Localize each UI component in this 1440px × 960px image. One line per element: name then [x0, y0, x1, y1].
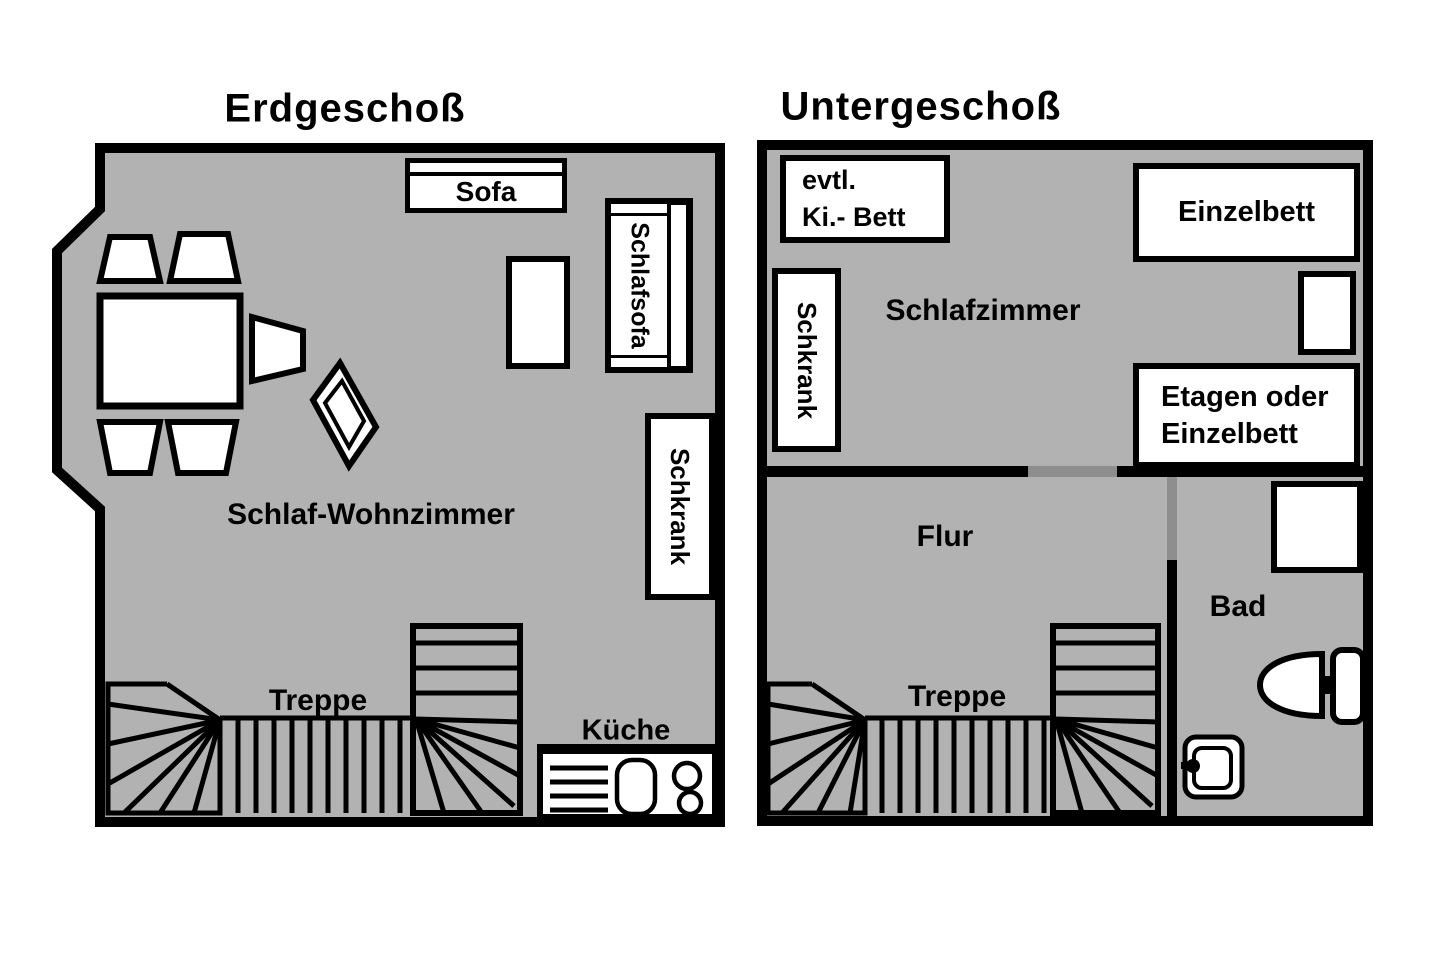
room-label-treppe-erdgeschoss: Treppe: [268, 684, 368, 717]
kinderbett: evtl. Ki.- Bett: [780, 155, 950, 243]
diamond-table: [309, 357, 380, 472]
toilet: [1256, 647, 1366, 725]
schlafsofa-backrest: [671, 205, 686, 366]
schlafsofa-armrest: [611, 204, 667, 213]
room-label-flur: Flur: [916, 520, 974, 553]
einzelbett: Einzelbett: [1133, 163, 1360, 262]
erdgeschoss-plan: [52, 143, 725, 827]
stove-burner: [676, 789, 704, 817]
door-opening-bad: [1167, 477, 1177, 560]
chair: [96, 234, 164, 284]
chair: [166, 231, 242, 284]
etagenbett: Etagen oder Einzelbett: [1133, 363, 1360, 468]
door-opening-schlafzimmer: [1028, 466, 1117, 477]
untergeschoss-title: Untergeschoß: [780, 84, 1062, 129]
shower: [1271, 481, 1363, 573]
einzelbett-label: Einzelbett: [1178, 196, 1315, 228]
wash-basin: [1181, 734, 1245, 800]
dining-table: [96, 292, 244, 410]
chair: [164, 419, 240, 476]
room-label-kueche: Küche: [581, 714, 671, 747]
room-label-bad: Bad: [1209, 590, 1267, 623]
schrank-erdgeschoss-label: Schkrank: [665, 447, 696, 566]
etagenbett-label-line1: Etagen oder: [1161, 380, 1329, 413]
diamond-table-inner: [322, 377, 367, 452]
stove-burner: [671, 760, 703, 792]
side-table: [506, 256, 570, 369]
schrank-erdgeschoss: Schkrank: [645, 413, 715, 600]
chair: [96, 419, 164, 476]
schlafsofa-label-area: Schlafsofa: [611, 216, 667, 355]
room-label-schlaf-wohnzimmer: Schlaf-Wohnzimmer: [227, 498, 515, 531]
schlafsofa: Schlafsofa: [605, 198, 693, 373]
interior-wall-vertical: [1167, 477, 1177, 818]
sofa: Sofa: [405, 158, 567, 213]
schrank-untergeschoss-label: Schkrank: [792, 301, 823, 419]
chair: [249, 313, 306, 385]
sofa-label: Sofa: [455, 176, 517, 207]
kitchen-sink: [614, 757, 658, 817]
kinderbett-label-line2: Ki.- Bett: [802, 202, 906, 232]
kitchen-unit: [537, 744, 718, 820]
etagenbett-label-line2: Einzelbett: [1161, 417, 1298, 450]
kinderbett-label-line1: evtl.: [802, 165, 857, 195]
sofa-backrest: [410, 163, 562, 176]
staircase-untergeschoss: [765, 623, 1161, 816]
nightstand: [1298, 271, 1356, 355]
schlafsofa-armrest: [611, 358, 667, 367]
staircase-erdgeschoss: [105, 623, 523, 816]
room-label-schlafzimmer: Schlafzimmer: [885, 294, 1081, 327]
room-label-treppe-untergeschoss: Treppe: [907, 680, 1007, 713]
erdgeschoss-title: Erdgeschoß: [224, 86, 466, 131]
schrank-untergeschoss: Schkrank: [772, 268, 841, 452]
schlafsofa-label: Schlafsofa: [625, 222, 654, 349]
